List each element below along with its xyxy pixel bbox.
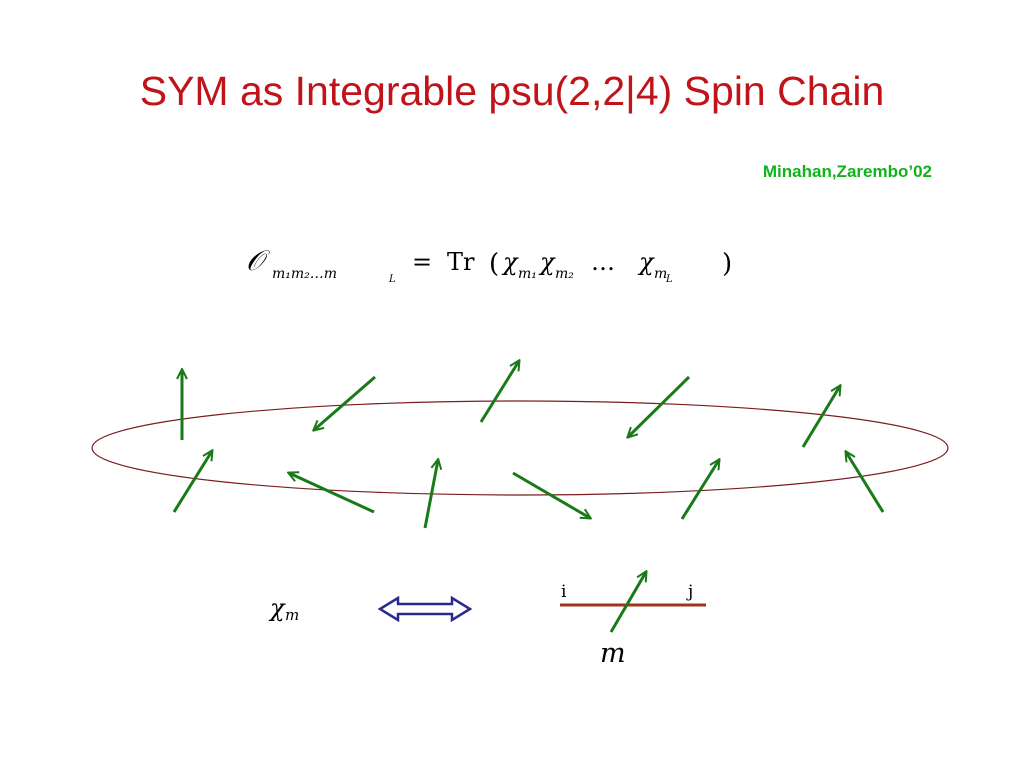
slide-title: SYM as Integrable psu(2,2|4) Spin Chain	[139, 68, 885, 114]
formula-dots: …	[591, 248, 615, 276]
spin-arrow-icon	[628, 375, 691, 437]
formula-operator-subscript: m₁m₂…m	[272, 266, 337, 282]
spin-arrow-icon	[846, 452, 885, 513]
operator-formula: 𝒪 m₁m₂…m L = Tr ( χ m₁ χ m₂ … χ m L )	[246, 244, 732, 285]
formula-operator-subscript-last: L	[388, 274, 396, 285]
field-subscript: m	[285, 606, 299, 624]
spin-chain-ellipse	[91, 400, 949, 496]
spin-arrow-icon	[801, 386, 840, 448]
citation: Minahan,Zarembo’02	[762, 162, 932, 181]
formula-operator-symbol: 𝒪	[246, 244, 270, 277]
field-symbol: χ m	[268, 594, 299, 624]
spin-arrow-icon	[680, 460, 719, 520]
formula-sub-2: m₂	[555, 266, 574, 282]
index-label-m: m	[600, 638, 626, 669]
field-chi: χ	[268, 594, 286, 622]
spin-arrow-icon	[479, 361, 519, 423]
formula-chi-2: χ	[538, 248, 556, 276]
index-spin-arrow-icon	[609, 572, 646, 633]
formula-chi-L: χ	[637, 248, 655, 276]
double-headed-arrow-icon	[377, 595, 473, 623]
formula-sub-1: m₁	[518, 266, 537, 282]
formula-sub-L: m	[654, 266, 667, 282]
spin-arrow-icon	[512, 471, 590, 518]
formula-trace: Tr	[447, 248, 475, 276]
spin-arrow-icon	[314, 375, 376, 430]
formula-close-paren: )	[722, 249, 732, 279]
formula-sub-L-last: L	[665, 274, 673, 285]
index-label-i: i	[561, 582, 567, 602]
spin-arrows	[172, 361, 885, 529]
spin-arrow-icon	[289, 473, 375, 514]
formula-chi-1: χ	[501, 248, 519, 276]
formula-open-paren: (	[489, 249, 499, 279]
formula-equals: =	[412, 248, 432, 276]
spin-arrow-icon	[423, 460, 438, 529]
index-label-j: j	[686, 582, 693, 602]
spin-arrow-icon	[172, 451, 212, 513]
